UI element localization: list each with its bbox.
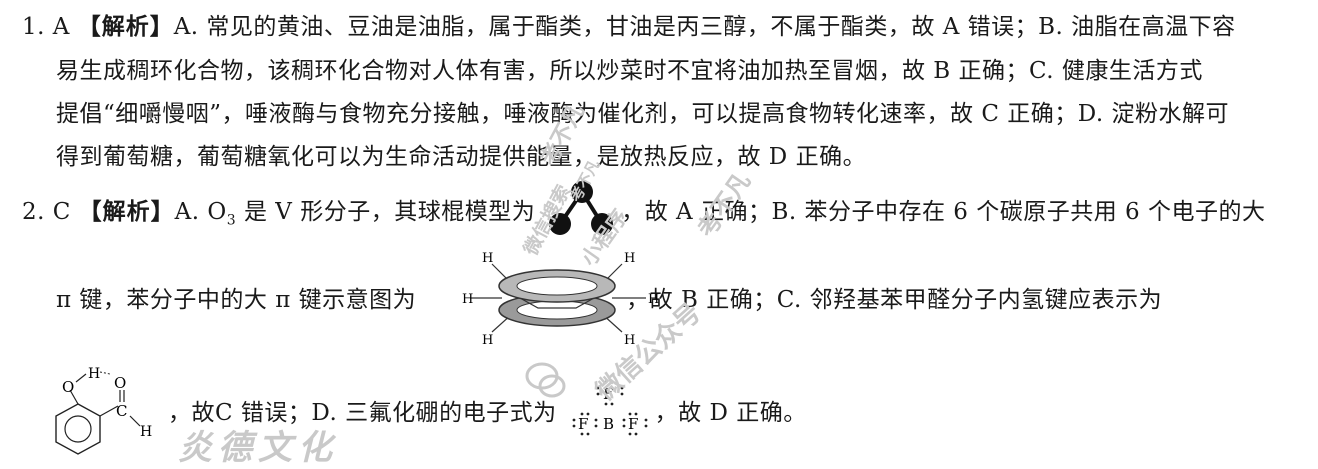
aldehyde-c: C	[116, 402, 127, 420]
oxygen-atom-top	[571, 181, 593, 203]
benzene-h-right: H	[648, 292, 659, 307]
aldehyde-o: O	[114, 374, 126, 392]
item2-number: 2. C	[22, 199, 71, 225]
item1-analysis-tag: 【解析】	[77, 13, 174, 40]
item2-line2: π 键，苯分子中的大 π 键示意图为 ，故 B 正确；C. 邻羟基苯甲醛分子内氢键…	[56, 285, 1162, 315]
item1-line1: 1. A 【解析】A. 常见的黄油、豆油是油脂，属于酯类，甘油是丙三醇，不属于酯…	[22, 12, 1236, 42]
bf3-f-right: F	[628, 415, 638, 433]
bf3-f-top: F	[603, 385, 613, 403]
item2-text-3a: ，故C 错误；D. 三氟化硼的电子式为	[168, 400, 557, 426]
benzene-pi-bond-diagram: H H H H H H	[462, 251, 659, 348]
benzene-h-bottom-right: H	[624, 333, 635, 348]
item2-text-2a: π 键，苯分子中的大 π 键示意图为	[56, 287, 417, 313]
item2-sub-3: 3	[226, 212, 237, 229]
item1-line2: 易生成稠环化合物，该稠环化合物对人体有害，所以炒菜时不宜将油加热至冒烟，故 B …	[56, 58, 1203, 84]
aldehyde-h: H	[140, 424, 152, 440]
ozone-ball-stick-model	[549, 181, 613, 235]
item2-text-1b: 是 V 形分子，其球棍模型为	[236, 199, 536, 225]
bf3-electron-formula: F F B F	[572, 380, 648, 436]
bf3-b: B	[603, 415, 614, 433]
benzene-h-bottom-left: H	[482, 333, 493, 348]
hydroxyl-o: O	[62, 378, 74, 396]
item2-text-2b: ，故 B 正确；C. 邻羟基苯甲醛分子内氢键应表示为	[626, 287, 1163, 313]
oxygen-atom-right	[591, 213, 613, 235]
item1-number: 1. A	[22, 14, 70, 40]
o-hydroxybenzaldehyde-structure: O H C O H	[55, 366, 152, 455]
item2-line3: ，故C 错误；D. 三氟化硼的电子式为 ，故 D 正确。	[168, 398, 807, 428]
oxygen-atom-left	[549, 213, 571, 235]
item2-text-3b: ，故 D 正确。	[654, 400, 807, 426]
hydrogen-bond-h: H	[88, 366, 100, 382]
benzene-h-top-right: H	[624, 251, 635, 266]
benzene-h-left: H	[462, 292, 473, 307]
bf3-f-left: F	[578, 415, 588, 433]
benzene-h-top-left: H	[482, 251, 493, 266]
item2-analysis-tag: 【解析】	[78, 198, 175, 225]
item1-line3: 提倡“细嚼慢咽”，唾液酶与食物充分接触，唾液酶为催化剂，可以提高食物转化速率，故…	[56, 101, 1229, 127]
item2-text-1c: ，故 A 正确；B. 苯分子中存在 6 个碳原子共用 6 个电子的大	[621, 199, 1266, 225]
item2-line1: 2. C 【解析】A. O3 是 V 形分子，其球棍模型为 ，故 A 正确；B. …	[22, 197, 1266, 236]
wechat-icon	[525, 362, 566, 398]
item2-text-1a: A. O	[174, 199, 227, 225]
item1-line4: 得到葡萄糖，葡萄糖氧化可以为生命活动提供能量，是放热反应，故 D 正确。	[56, 144, 867, 170]
item1-text-1: A. 常见的黄油、豆油是油脂，属于酯类，甘油是丙三醇，不属于酯类，故 A 错误；…	[173, 14, 1236, 40]
